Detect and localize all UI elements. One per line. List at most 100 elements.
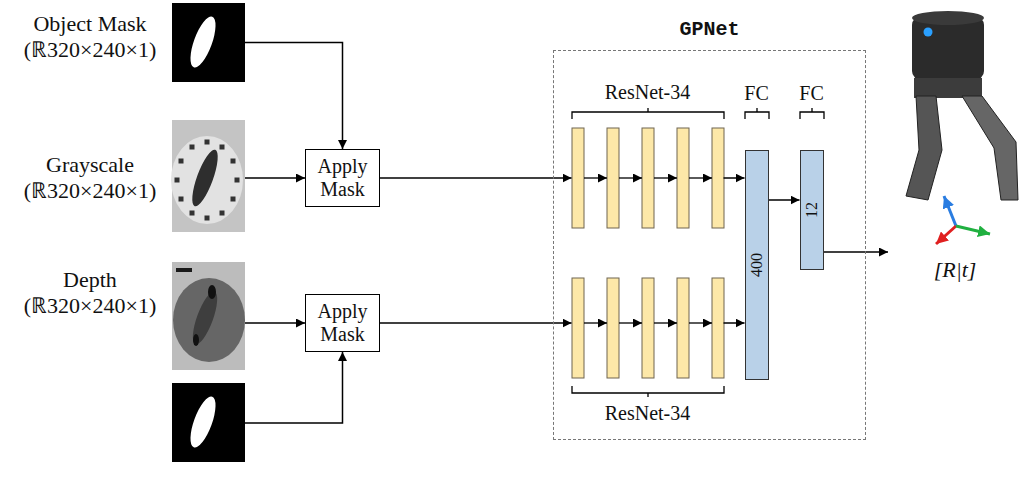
resnet-layer (642, 128, 654, 228)
depth-table (173, 278, 245, 362)
resnet-layer (572, 128, 724, 378)
input-name: Object Mask (10, 11, 170, 37)
process-label: Apply Mask (310, 300, 375, 346)
input-shape: (ℝ320×240×1) (10, 178, 170, 204)
depth-image (172, 262, 245, 370)
data-flow-arrow (245, 322, 305, 324)
grayscale-image (179, 159, 184, 164)
depth-image (172, 262, 245, 370)
mask-image (172, 3, 245, 82)
grayscale-image (220, 211, 225, 216)
bracket (572, 386, 724, 397)
data-flow-arrow (769, 199, 800, 201)
mask-wire (245, 352, 343, 423)
layer-type: FC (799, 81, 823, 105)
layer-arrow (584, 178, 712, 323)
layer-type: FC (744, 81, 768, 105)
grayscale-image (171, 120, 245, 232)
resnet-layer (607, 278, 619, 378)
input-label-group: Depth(ℝ320×240×1) (10, 267, 170, 319)
input-image: Grayscale(ℝ320×240×1) (10, 120, 245, 232)
grayscale-image (220, 145, 225, 150)
resnet-layer (677, 278, 689, 378)
branch-label: ResNet-34 (572, 80, 724, 104)
resnet-branch: ResNet-34 (572, 275, 724, 425)
mask-image (172, 383, 245, 462)
process-box: Apply Mask (305, 149, 380, 207)
network-box: GPNetResNet-34ResNet-34FC400FC12 (553, 50, 866, 440)
gripper-picture (924, 28, 933, 37)
resnet-layer (677, 128, 689, 228)
layer-size: 400 (748, 253, 766, 277)
pose-output: [R|t] (888, 5, 1022, 285)
object (188, 289, 222, 347)
turntable (171, 136, 243, 224)
input-name: Depth (10, 267, 170, 293)
data-flow-arrow (245, 43, 343, 150)
layer-arrow (654, 177, 677, 178)
resnet-layer (572, 128, 584, 228)
mask-image (172, 383, 245, 462)
depth-hole (176, 268, 192, 272)
input-image: Object Mask(ℝ320×240×1) (10, 3, 245, 82)
fc-layer: FC12 (800, 150, 824, 270)
grayscale-image (190, 145, 195, 150)
resnet-layer (572, 278, 584, 378)
gripper-picture (914, 78, 982, 98)
data-flow-arrow (380, 177, 572, 179)
bracket (572, 108, 724, 119)
data-flow-arrow (724, 322, 745, 324)
layer-arrow (689, 322, 712, 323)
data-flow-arrow (724, 177, 745, 179)
input-label-group: Object Mask(ℝ320×240×1) (10, 11, 170, 63)
input-name: Grayscale (10, 152, 170, 178)
depth-hole (193, 334, 199, 346)
input-shape: (ℝ320×240×1) (10, 37, 170, 63)
grayscale-image (205, 140, 210, 145)
network-title: GPNet (554, 18, 865, 42)
gripper-picture (906, 11, 1018, 244)
grayscale-image (235, 178, 240, 183)
fc-layer: FC400 (745, 150, 769, 380)
grayscale-image (231, 159, 236, 164)
input-image: Depth(ℝ320×240×1) (10, 262, 245, 370)
grayscale-image (172, 120, 245, 232)
bracket (800, 108, 824, 119)
mask-blob (185, 394, 220, 451)
object (187, 147, 223, 209)
gripper-picture (912, 11, 984, 25)
bracket (745, 108, 769, 119)
grayscale-image (190, 211, 195, 216)
resnet-layer (712, 128, 724, 228)
data-flow-arrow (380, 322, 572, 324)
gripper-picture (912, 16, 984, 80)
gripper-picture (944, 196, 956, 226)
mask-image (172, 3, 245, 82)
mask-blob (185, 14, 220, 71)
grayscale-image (205, 216, 210, 221)
pose-label: [R|t] (888, 257, 1022, 283)
layer-arrow (619, 177, 642, 178)
layer-arrow (584, 322, 607, 323)
data-flow-arrow (245, 177, 305, 179)
gripper-picture (962, 96, 1018, 200)
branch-label: ResNet-34 (572, 401, 724, 425)
gripper-picture (956, 226, 990, 234)
process-label: Apply Mask (310, 155, 375, 201)
grayscale-image (231, 197, 236, 202)
process-box: Apply Mask (305, 294, 380, 352)
layer-size: 12 (803, 202, 821, 218)
layer-arrow (584, 177, 607, 178)
gripper-picture (936, 226, 956, 244)
input-label-group: Grayscale(ℝ320×240×1) (10, 152, 170, 204)
resnet-layer (642, 278, 654, 378)
depth-hole (208, 285, 216, 299)
bracket (572, 108, 824, 397)
layer-arrow (619, 322, 642, 323)
gripper-picture (906, 96, 942, 200)
grayscale-image (179, 197, 184, 202)
layer-arrow (654, 322, 677, 323)
grayscale-image (175, 178, 180, 183)
